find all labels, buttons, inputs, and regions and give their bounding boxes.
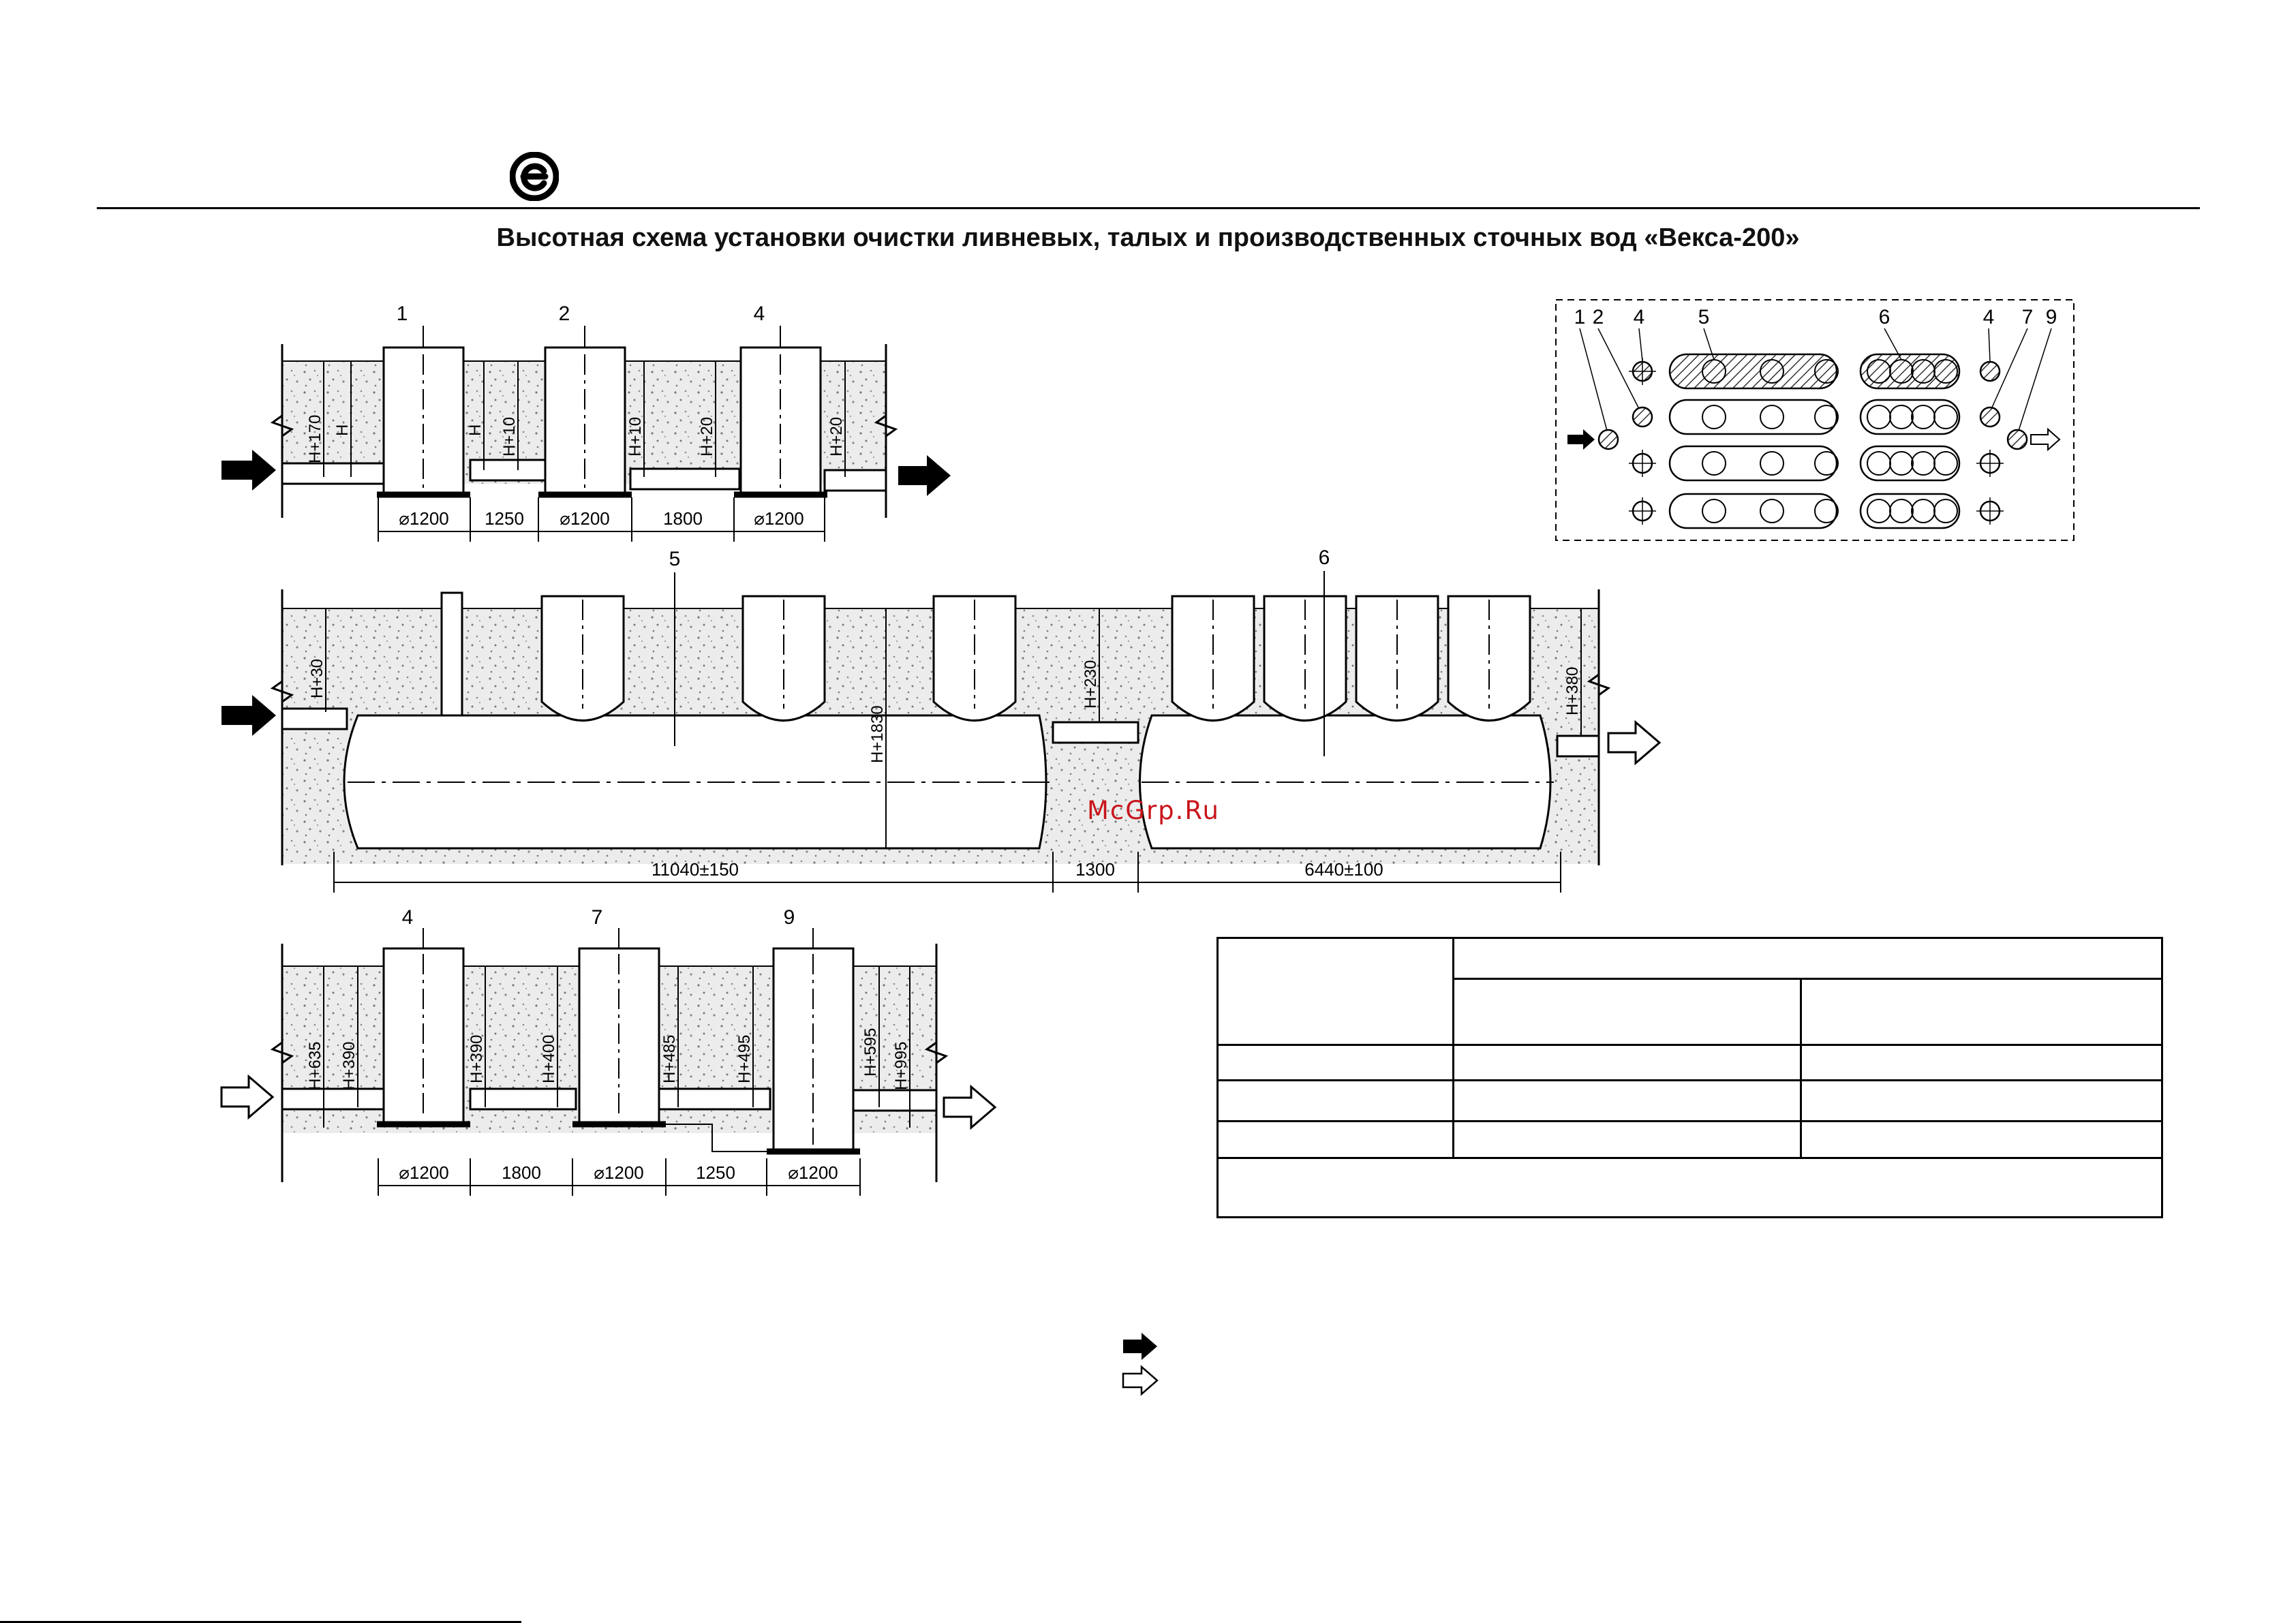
level-label: H+170 bbox=[306, 415, 324, 463]
watermark: McGrp.Ru bbox=[1087, 796, 1220, 825]
dimension-label: 1800 bbox=[663, 508, 703, 529]
outflow-arrow-icon bbox=[943, 1084, 997, 1130]
plan-callout: 4 bbox=[1983, 306, 1995, 328]
plan-callout: 7 bbox=[2022, 306, 2034, 328]
level-label: H+30 bbox=[308, 659, 326, 698]
header-rule bbox=[97, 207, 2200, 209]
dimension-label: ⌀1200 bbox=[399, 1162, 449, 1183]
callout-7: 7 bbox=[592, 906, 603, 929]
dimension-label: 6440±100 bbox=[1304, 859, 1383, 880]
plan-outflow-arrow-icon bbox=[2030, 427, 2061, 452]
level-label: H+230 bbox=[1082, 660, 1100, 709]
plan-callout: 9 bbox=[2046, 306, 2057, 328]
dimension-label: ⌀1200 bbox=[560, 508, 610, 529]
inflow-arrow-icon bbox=[221, 695, 276, 736]
callout-5: 5 bbox=[669, 548, 681, 570]
level-label: H+20 bbox=[698, 417, 716, 457]
callout-2: 2 bbox=[559, 303, 570, 325]
dimension-label: ⌀1200 bbox=[788, 1162, 838, 1183]
plan-callout: 1 bbox=[1574, 306, 1586, 328]
outflow-arrow-icon bbox=[898, 455, 951, 496]
company-logo bbox=[509, 151, 560, 204]
plan-inflow-arrow-icon bbox=[1567, 429, 1595, 450]
pipes bbox=[281, 459, 887, 492]
level-label: H+495 bbox=[735, 1035, 754, 1083]
tank-9 bbox=[767, 947, 860, 1155]
footer-rule bbox=[0, 1621, 521, 1623]
inflow-arrow-icon bbox=[221, 450, 276, 491]
riser bbox=[540, 595, 625, 722]
dimension-label: ⌀1200 bbox=[399, 508, 449, 529]
vent-pipe bbox=[440, 591, 463, 717]
level-label: H+595 bbox=[861, 1028, 880, 1077]
dimension-label: ⌀1200 bbox=[594, 1162, 644, 1183]
specification-table bbox=[1216, 937, 2163, 1218]
dimension-label: 1800 bbox=[502, 1162, 541, 1183]
riser bbox=[1263, 595, 1347, 722]
dimension-label: 11040±150 bbox=[652, 859, 739, 880]
solid-arrow-icon bbox=[1123, 1333, 1157, 1360]
dimension-label: 1250 bbox=[485, 508, 524, 529]
callout-6: 6 bbox=[1319, 546, 1330, 569]
e-circle-logo-icon bbox=[509, 151, 560, 202]
riser bbox=[932, 595, 1017, 722]
tank-4 bbox=[377, 947, 470, 1128]
riser bbox=[741, 595, 826, 722]
level-label: H+1830 bbox=[868, 705, 887, 763]
dimension-label: ⌀1200 bbox=[754, 508, 804, 529]
callout-4: 4 bbox=[402, 906, 414, 929]
level-label: H+10 bbox=[500, 417, 519, 457]
level-label: H+390 bbox=[468, 1035, 486, 1083]
callout-9: 9 bbox=[784, 906, 795, 929]
level-label: H bbox=[333, 424, 352, 436]
level-label: H+20 bbox=[827, 417, 846, 457]
riser bbox=[1171, 595, 1255, 722]
plan-callout: 2 bbox=[1593, 306, 1604, 328]
riser bbox=[1355, 595, 1439, 722]
level-label: H+485 bbox=[660, 1035, 679, 1083]
level-label: H bbox=[466, 424, 485, 436]
tank-7 bbox=[572, 947, 666, 1128]
level-label: H+390 bbox=[340, 1042, 358, 1090]
inflow-arrow-icon bbox=[220, 1074, 275, 1120]
plan-callout: 4 bbox=[1634, 306, 1645, 328]
level-label: H+10 bbox=[626, 417, 645, 457]
level-label: H+400 bbox=[540, 1035, 558, 1083]
tank-1 bbox=[377, 346, 470, 498]
tank-5-horizontal bbox=[343, 714, 1050, 850]
plan-callout: 6 bbox=[1879, 306, 1891, 328]
tank-6-horizontal bbox=[1139, 714, 1554, 850]
dimension-label: 1300 bbox=[1075, 859, 1115, 880]
hollow-arrow-icon bbox=[1122, 1365, 1159, 1396]
plan-callout: 5 bbox=[1698, 306, 1710, 328]
callout-1: 1 bbox=[397, 303, 408, 325]
callout-4: 4 bbox=[754, 303, 765, 325]
tank-2 bbox=[538, 346, 632, 498]
dimension-label: 1250 bbox=[696, 1162, 735, 1183]
level-label: H+635 bbox=[306, 1042, 324, 1090]
riser bbox=[1447, 595, 1531, 722]
page-title: Высотная схема установки очистки ливневы… bbox=[496, 223, 1800, 252]
tank-4 bbox=[734, 346, 827, 498]
level-label: H+380 bbox=[1563, 667, 1582, 715]
outflow-arrow-icon bbox=[1607, 720, 1662, 766]
level-label: H+995 bbox=[892, 1042, 910, 1090]
